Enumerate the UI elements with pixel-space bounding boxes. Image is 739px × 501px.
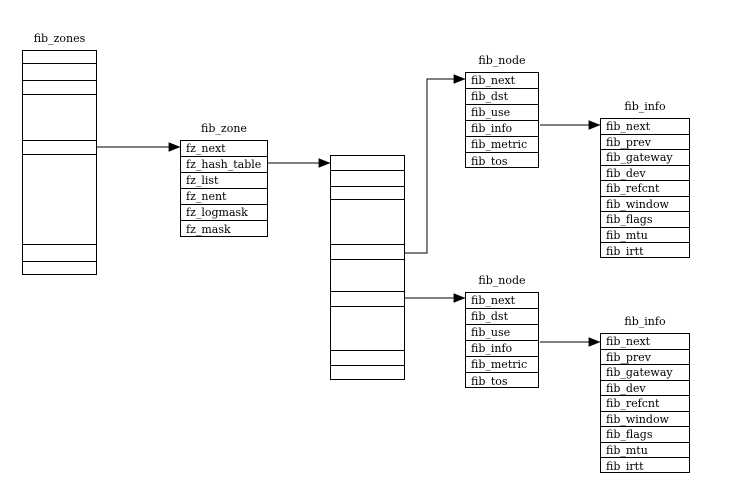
- fib-zones-row-empty-7: [23, 262, 96, 274]
- fib-info-lower-row-fib-prev: fib_prev: [601, 350, 689, 365]
- hash-table-row-empty-1: [331, 171, 404, 187]
- fib-node-lower-row-fib-next: fib_next: [466, 293, 538, 309]
- hash-table-struct-table: [330, 155, 405, 380]
- fib-zones-struct-table: [22, 50, 97, 275]
- fib-node-upper-row-fib-use: fib_use: [466, 105, 538, 121]
- fib-zone-row-fz-mask: fz_mask: [186, 223, 231, 236]
- fib-info-upper-row-fib-prev: fib_prev: [601, 135, 689, 150]
- fib-zone-row-fz-next: fz_next: [181, 141, 267, 157]
- fib-zone-row-fz-hash-table: fz_hash_table: [181, 157, 267, 173]
- fib-info-upper-row-fib-refcnt: fib_refcnt: [601, 181, 689, 197]
- fib-info-upper-row-fib-next: fib_next: [601, 119, 689, 135]
- fib-zones-label: fib_zones: [33, 32, 86, 45]
- hash-table-row-empty-4: [331, 245, 404, 260]
- fib-zones-row-empty-2: [23, 81, 96, 95]
- connector-hash-bucket1-to-fib-node-upper: [405, 74, 466, 254]
- fib-info-lower-row-fib-refcnt: fib_refcnt: [601, 396, 689, 412]
- fib-zone-row-fz-logmask: fz_logmask: [181, 205, 267, 221]
- fib-info-lower-label: fib_info: [624, 315, 666, 328]
- hash-table-row-empty-0: [331, 156, 404, 171]
- fib-info-upper-label: fib_info: [624, 100, 666, 113]
- fib-info-lower-row-fib-irtt: fib_irtt: [606, 459, 644, 473]
- fib-info-lower-row-fib-next: fib_next: [601, 334, 689, 350]
- fib-info-upper-row-fib-dev: fib_dev: [601, 166, 689, 181]
- fib-node-lower-row-fib-info: fib_info: [466, 341, 538, 357]
- hash-table-row-empty-3: [331, 200, 404, 245]
- fib-node-lower-label: fib_node: [478, 274, 526, 287]
- fib-info-upper-row-fib-irtt: fib_irtt: [606, 244, 644, 258]
- fib-node-upper-row-fib-next: fib_next: [466, 73, 538, 89]
- fib-info-lower-row-fib-gateway: fib_gateway: [601, 365, 689, 381]
- fib-info-upper-row-fib-window: fib_window: [601, 197, 689, 212]
- fib-zones-row-empty-0: [23, 51, 96, 64]
- fib-info-lower-row-fib-window: fib_window: [601, 412, 689, 427]
- fib-info-upper-row-fib-gateway: fib_gateway: [601, 150, 689, 166]
- fib-info-lower-row-fib-mtu: fib_mtu: [601, 443, 689, 458]
- fib-info-lower-row-fib-dev: fib_dev: [601, 381, 689, 396]
- fib-zone-label: fib_zone: [201, 122, 247, 135]
- fib-node-upper-row-fib-dst: fib_dst: [466, 89, 538, 105]
- hash-table-row-empty-8: [331, 351, 404, 366]
- fib-zones-row-empty-1: [23, 64, 96, 81]
- fib-node-lower-row-fib-tos: fib_tos: [471, 374, 508, 388]
- fib-zones-row-empty-3: [23, 95, 96, 141]
- fib-zone-row-fz-list: fz_list: [181, 173, 267, 189]
- fib-node-upper-row-fib-info: fib_info: [466, 121, 538, 137]
- hash-table-row-empty-9: [331, 366, 404, 379]
- fib-info-upper-row-fib-mtu: fib_mtu: [601, 228, 689, 243]
- fib-node-upper-row-fib-metric: fib_metric: [466, 137, 538, 153]
- fib-zones-row-empty-5: [23, 155, 96, 245]
- hash-table-row-empty-5: [331, 260, 404, 292]
- fib-node-lower-row-fib-use: fib_use: [466, 325, 538, 341]
- fib-info-lower-row-fib-flags: fib_flags: [601, 427, 689, 443]
- fib-zones-row-empty-6: [23, 245, 96, 262]
- fib-zones-row-empty-4: [23, 141, 96, 155]
- fib-info-upper-row-fib-flags: fib_flags: [601, 212, 689, 228]
- hash-table-row-empty-6: [331, 292, 404, 307]
- hash-table-row-empty-2: [331, 187, 404, 200]
- fib-node-lower-row-fib-dst: fib_dst: [466, 309, 538, 325]
- fib-node-upper-label: fib_node: [478, 54, 526, 67]
- fib-node-upper-row-fib-tos: fib_tos: [471, 154, 508, 168]
- hash-table-row-empty-7: [331, 307, 404, 351]
- fib-zone-row-fz-nent: fz_nent: [181, 189, 267, 205]
- fib-node-lower-row-fib-metric: fib_metric: [466, 357, 538, 373]
